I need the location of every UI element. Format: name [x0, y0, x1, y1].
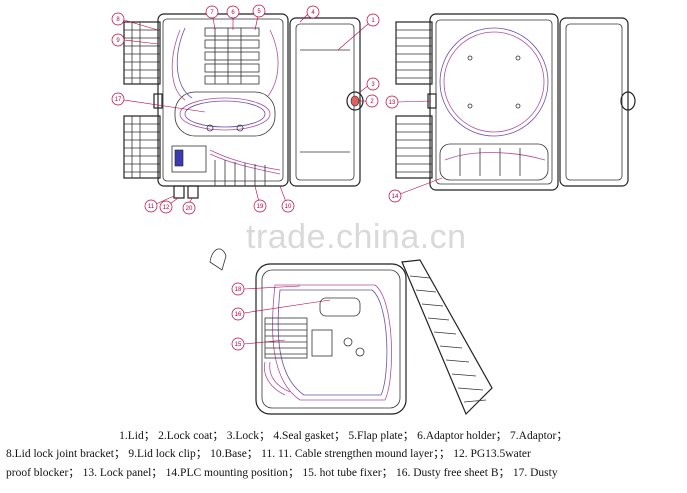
tray-base	[255, 263, 407, 415]
callout-8: 8	[116, 17, 120, 23]
adaptor-holder	[204, 27, 260, 85]
base-box	[157, 13, 289, 187]
tray-view	[209, 248, 493, 416]
callout-17: 17	[115, 97, 122, 103]
callout-1: 1	[371, 18, 375, 24]
callouts: 1 2 3 4 5 6 7 8 9 10	[111, 4, 443, 351]
fiber-storage-ring	[439, 27, 549, 137]
fiber-distribution-box-diagram: trade.china.cn	[111, 4, 636, 416]
callout-18: 18	[235, 287, 242, 293]
caption-line-2: 8.Lid lock joint bracket； 9.Lid lock cli…	[6, 448, 531, 460]
callout-2: 2	[370, 99, 374, 105]
callout-5: 5	[257, 9, 261, 15]
callout-3: 3	[371, 82, 375, 88]
hot-tube-fixer	[264, 317, 308, 359]
callout-12: 12	[163, 205, 170, 211]
callout-6: 6	[231, 10, 235, 16]
cable-ports-left	[123, 21, 161, 179]
callout-7: 7	[210, 10, 214, 16]
callout-15: 15	[235, 342, 242, 348]
front-view	[123, 13, 364, 199]
lid	[289, 17, 361, 187]
rear-view	[395, 13, 636, 191]
callout-16: 16	[235, 312, 242, 318]
callout-13: 13	[389, 100, 396, 106]
callout-9: 9	[116, 38, 120, 44]
callout-10: 10	[285, 204, 292, 210]
rear-base-box	[429, 13, 559, 191]
splice-tray	[174, 91, 276, 137]
callout-19: 19	[257, 204, 264, 210]
watermark: trade.china.cn	[246, 218, 467, 256]
callout-11: 11	[148, 204, 155, 210]
caption-line-1: 1.Lid； 2.Lock coat； 3.Lock； 4.Seal gaske…	[119, 430, 568, 442]
callout-14: 14	[392, 194, 399, 200]
callout-4: 4	[311, 10, 315, 16]
caption-line-3: proof blocker； 13. Lock panel； 14.PLC mo…	[6, 467, 558, 479]
flap-plate	[401, 259, 493, 416]
callout-20: 20	[186, 206, 193, 212]
